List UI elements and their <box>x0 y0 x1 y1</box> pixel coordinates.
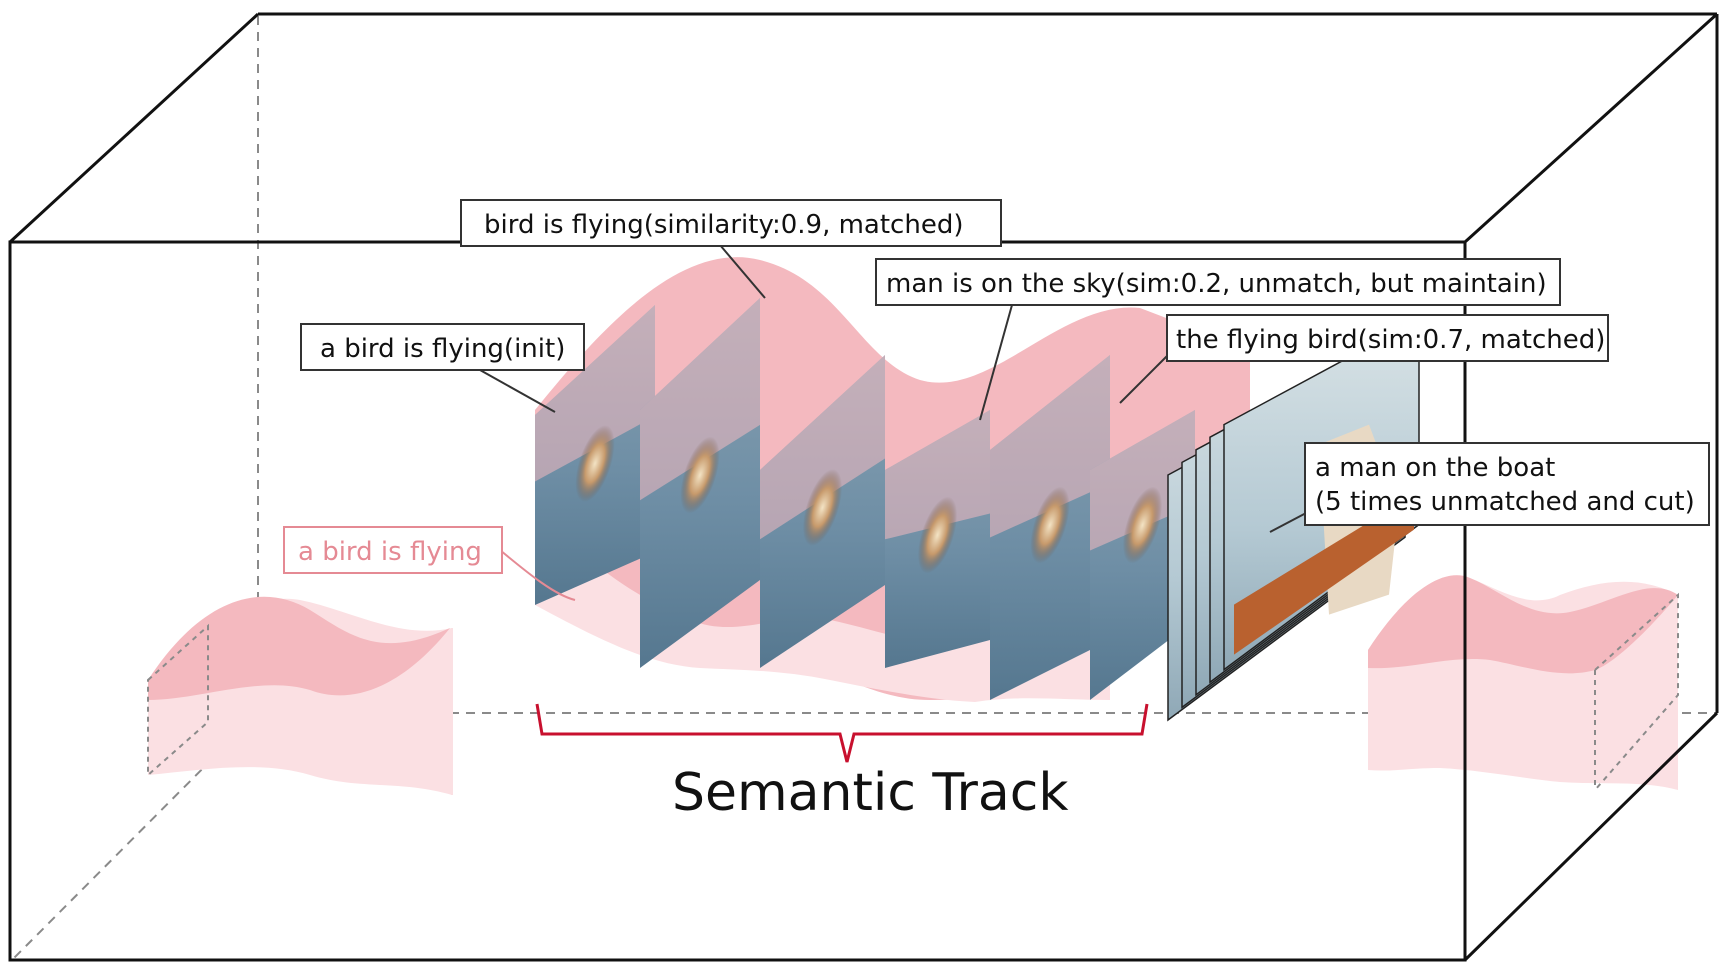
video-frame-slice <box>535 305 655 605</box>
video-frame-slices <box>535 298 1195 700</box>
label-pink-caption-text: a bird is flying <box>298 537 482 567</box>
label-init-box <box>300 323 585 371</box>
leader-pink-caption <box>499 549 576 601</box>
bird-blur-figure <box>680 436 720 514</box>
video-frame-slice <box>885 410 990 668</box>
label-boat-line2: (5 times unmatched and cut) <box>1315 487 1695 517</box>
callout-leaders <box>479 244 1309 533</box>
floor-diagonal-edge <box>11 712 259 961</box>
left-track-segment <box>147 596 453 795</box>
bird-blur-figure <box>917 496 958 574</box>
right-track-segment <box>1368 575 1679 791</box>
label-sky-box <box>875 258 1561 306</box>
label-matched: bird is flying(similarity:0.9, matched) <box>460 199 1002 247</box>
leader-init <box>479 369 556 413</box>
frame-track-overlay <box>760 355 885 540</box>
semantic-track-title: Semantic Track <box>672 763 1069 823</box>
box-back-edges <box>11 16 1717 961</box>
box-top-right-edge <box>1463 12 1719 244</box>
semantic-track-brace <box>535 703 1149 763</box>
label-sky-text: man is on the sky(sim:0.2, unmatch, but … <box>886 269 1547 299</box>
boat-hull <box>1234 494 1414 655</box>
label-init: a bird is flying(init) <box>300 323 585 371</box>
bird-blur-figure <box>1030 486 1070 564</box>
label-flying-bird-text: the flying bird(sim:0.7, matched) <box>1176 325 1605 355</box>
box-front-edges <box>8 12 1719 962</box>
left-track-dashed-edge <box>147 623 209 778</box>
leader-flying-bird <box>1119 354 1169 404</box>
label-flying-bird-box <box>1166 314 1609 362</box>
bird-blur-figure <box>802 469 843 546</box>
video-frame-slice <box>760 355 885 668</box>
bird-blur-figure <box>575 425 615 502</box>
label-pink-caption: a bird is flying <box>283 526 503 574</box>
frame-track-overlay <box>990 355 1110 538</box>
video-frame-slice <box>990 355 1110 700</box>
frame-track-overlay <box>640 298 760 501</box>
label-sky: man is on the sky(sim:0.2, unmatch, but … <box>875 258 1561 306</box>
bird-blur-figure <box>1122 486 1163 564</box>
box-bottom-right-edge <box>1463 711 1719 962</box>
leader-sky <box>979 304 1013 421</box>
frame-track-overlay <box>535 305 655 482</box>
label-init-text: a bird is flying(init) <box>320 334 565 364</box>
label-flying-bird: the flying bird(sim:0.7, matched) <box>1166 314 1609 362</box>
left-track-top-face <box>148 596 450 700</box>
leader-boat <box>1269 511 1309 533</box>
frame-track-overlay <box>885 410 990 540</box>
label-matched-box <box>460 199 1002 247</box>
label-boat-box <box>1304 442 1710 526</box>
label-boat: a man on the boat (5 times unmatched and… <box>1304 442 1710 526</box>
label-pink-caption-box <box>283 526 503 574</box>
right-track-dashed-edge <box>1594 592 1679 791</box>
right-track-top-face <box>1368 575 1678 674</box>
video-frame-slice <box>640 298 760 668</box>
ribbon-front-lower-surface <box>535 505 1110 702</box>
leader-matched <box>719 244 766 299</box>
label-matched-text: bird is flying(similarity:0.9, matched) <box>484 210 963 240</box>
label-boat-line1: a man on the boat <box>1315 453 1555 483</box>
box-top-left-edge <box>8 12 260 244</box>
